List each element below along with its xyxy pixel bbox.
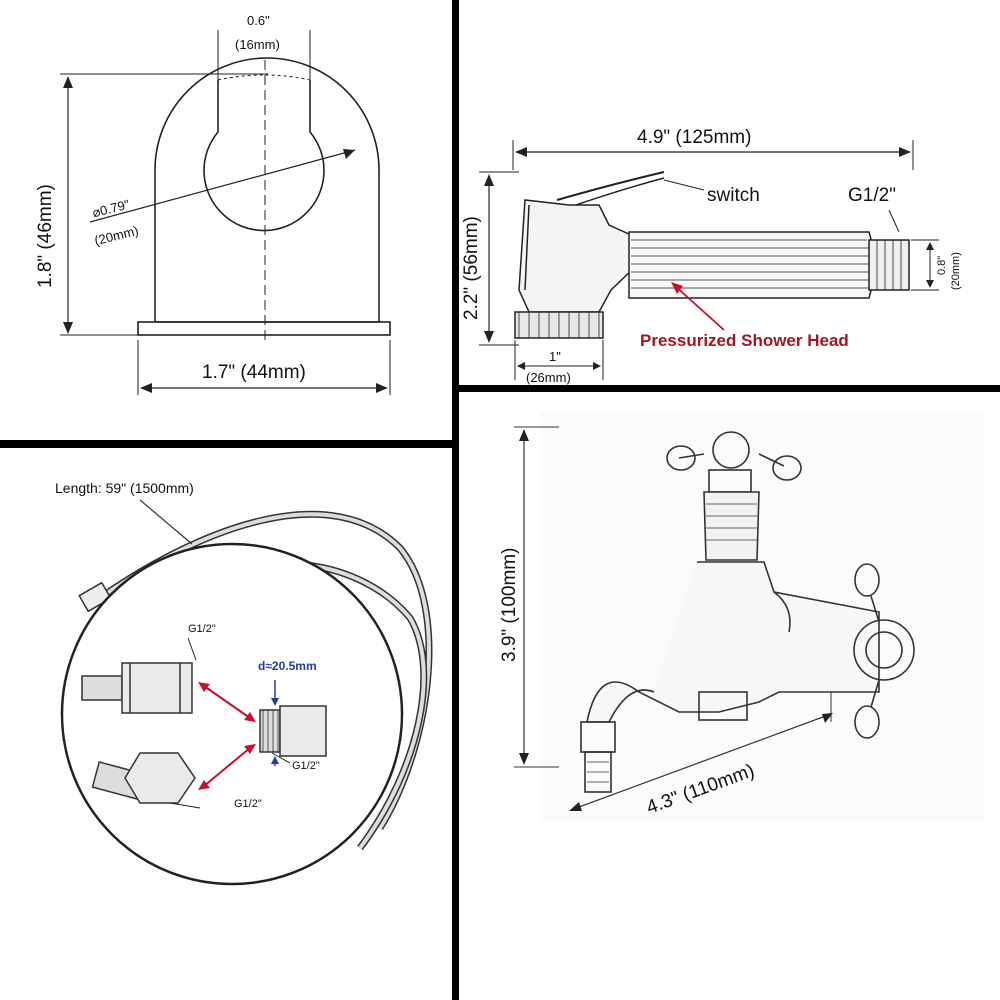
right-horizontal-divider bbox=[459, 385, 1000, 392]
sprayer-base-width-in: 1" bbox=[549, 349, 561, 364]
panel-tap: 3.9" (100mm) 4.3" (110mm) bbox=[459, 392, 1000, 1000]
sprayer-switch-label: switch bbox=[707, 185, 760, 206]
sprayer-drawing bbox=[479, 140, 939, 380]
hose-end-bottom-label: G1/2" bbox=[234, 798, 262, 810]
sprayer-thread-diam-in: 0.8" bbox=[936, 255, 948, 275]
panel-hose: Length: 59" (1500mm) G1/2" d≈20.5mm G1/2… bbox=[0, 448, 452, 1000]
sprayer-length-label: 4.9" (125mm) bbox=[637, 127, 752, 148]
panel-sprayer: 4.9" (125mm) switch G1/2" 2.2" (56mm) 0.… bbox=[459, 0, 1000, 385]
hose-adapter-diam-label: d≈20.5mm bbox=[258, 659, 317, 673]
left-horizontal-divider bbox=[0, 440, 452, 448]
sprayer-head-label: Pressurized Shower Head bbox=[640, 331, 849, 350]
bracket-height-label: 1.8" (46mm) bbox=[35, 184, 56, 288]
sprayer-height-label: 2.2" (56mm) bbox=[461, 216, 482, 320]
bracket-drawing bbox=[60, 30, 391, 395]
hose-length-label: Length: 59" (1500mm) bbox=[55, 480, 194, 496]
hose-end-top-label: G1/2" bbox=[188, 623, 216, 635]
bracket-top-width-mm: (16mm) bbox=[235, 37, 280, 52]
sprayer-base-width-mm: (26mm) bbox=[526, 370, 571, 385]
sprayer-thread-diam-mm: (20mm) bbox=[950, 252, 962, 290]
panel-bracket: 0.6" (16mm) ⌀0.79" (20mm) 1.8" (46mm) 1.… bbox=[0, 0, 452, 440]
hose-drawing bbox=[60, 499, 433, 886]
bracket-base-width-label: 1.7" (44mm) bbox=[202, 362, 306, 383]
tap-height-label: 3.9" (100mm) bbox=[499, 547, 520, 662]
bracket-top-width-in: 0.6" bbox=[247, 13, 270, 28]
hose-adapter-thread-label: G1/2" bbox=[292, 760, 320, 772]
tap-drawing bbox=[514, 412, 984, 822]
magnifier-circle bbox=[60, 542, 404, 886]
vertical-divider bbox=[452, 0, 459, 1000]
sprayer-thread-label: G1/2" bbox=[848, 185, 896, 206]
